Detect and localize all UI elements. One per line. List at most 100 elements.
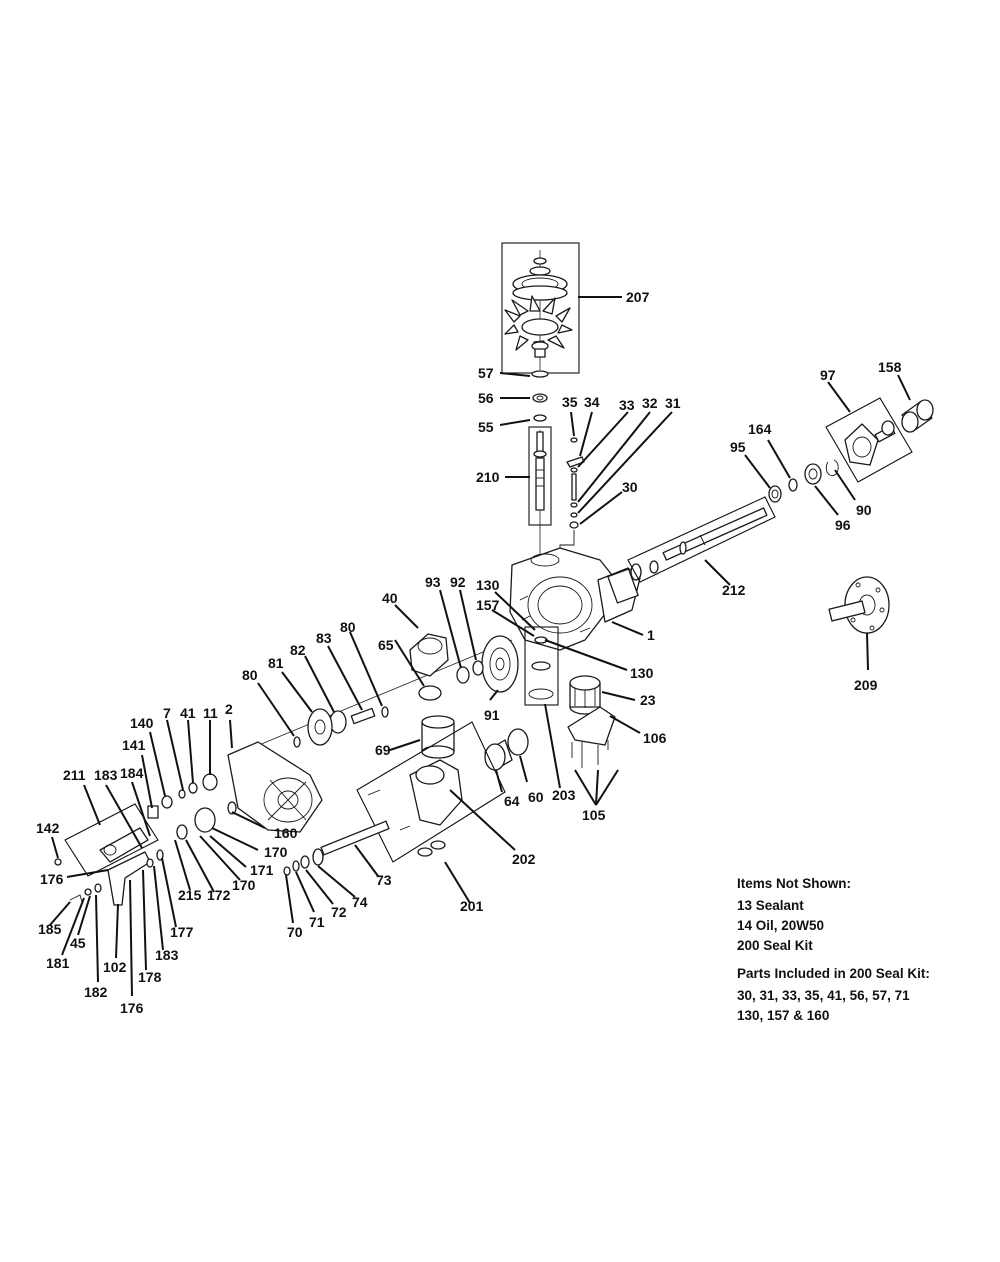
- callout-34: 34: [584, 394, 600, 410]
- callout-185: 185: [38, 921, 62, 937]
- callout-91: 91: [484, 707, 500, 723]
- callout-176b: 176: [120, 1000, 144, 1016]
- callout-2: 2: [225, 701, 233, 717]
- cylinder-block-69: [421, 715, 455, 759]
- washer-80b: [293, 736, 301, 748]
- callout-72: 72: [331, 904, 347, 920]
- cover-106: [567, 706, 616, 746]
- callout-209: 209: [854, 677, 878, 693]
- callout-172: 172: [207, 887, 231, 903]
- callout-183a: 183: [94, 767, 118, 783]
- callout-90: 90: [856, 502, 872, 518]
- seal-41: [188, 782, 198, 794]
- parts-notes: Items Not Shown: 13 Sealant 14 Oil, 20W5…: [737, 874, 987, 1026]
- washer-92: [472, 660, 484, 676]
- seal-kit-title: Parts Included in 200 Seal Kit:: [737, 966, 930, 981]
- pin-83: [350, 707, 376, 725]
- callout-157: 157: [476, 597, 500, 613]
- callout-30: 30: [622, 479, 638, 495]
- disc-215: [194, 807, 216, 833]
- callout-176a: 176: [40, 871, 64, 887]
- callout-182: 182: [84, 984, 108, 1000]
- bearing-95: [768, 485, 782, 503]
- flange-shaft-209: [828, 576, 890, 634]
- callout-23: 23: [640, 692, 656, 708]
- callout-64: 64: [504, 793, 520, 809]
- callout-102: 102: [103, 959, 127, 975]
- main-housing: [509, 547, 642, 651]
- hub-assembly: [825, 397, 913, 483]
- callout-45: 45: [70, 935, 86, 951]
- callout-73: 73: [376, 872, 392, 888]
- washer-80a: [381, 706, 389, 718]
- leader-lines: [49, 296, 911, 997]
- washer-7: [178, 789, 186, 799]
- callout-130b: 130: [630, 665, 654, 681]
- callout-141: 141: [122, 737, 146, 753]
- gear-91: [481, 635, 519, 693]
- callout-81: 81: [268, 655, 284, 671]
- spacer-141: [147, 805, 159, 819]
- callout-171: 171: [250, 862, 274, 878]
- callout-181: 181: [46, 955, 70, 971]
- callout-35: 35: [562, 394, 578, 410]
- callout-106: 106: [643, 730, 667, 746]
- callout-184: 184: [120, 765, 144, 781]
- callout-41: 41: [180, 705, 196, 721]
- callout-7: 7: [163, 705, 171, 721]
- callout-80a: 80: [340, 619, 356, 635]
- callout-55: 55: [478, 419, 494, 435]
- input-shaft-assembly: [528, 426, 552, 555]
- not-shown-item: 200 Seal Kit: [737, 938, 813, 953]
- callout-140: 140: [130, 715, 154, 731]
- bearing-65: [418, 685, 442, 701]
- callout-33: 33: [619, 397, 635, 413]
- callout-70: 70: [287, 924, 303, 940]
- callout-178: 178: [138, 969, 162, 985]
- bracket-assembly-201: [356, 721, 506, 863]
- callout-207: 207: [626, 289, 650, 305]
- callout-69: 69: [375, 742, 391, 758]
- callout-164: 164: [748, 421, 772, 437]
- bearing-93: [456, 666, 470, 684]
- seal-kit-line: 130, 157 & 160: [737, 1008, 830, 1023]
- filter-23: [569, 675, 601, 715]
- brake-housing-40: [409, 633, 449, 677]
- side-housing-2: [227, 741, 323, 833]
- callout-65: 65: [378, 637, 394, 653]
- lever-arm-102: [54, 849, 164, 906]
- callout-160: 160: [274, 825, 298, 841]
- bearing-96: [804, 463, 822, 485]
- callout-170a: 170: [264, 844, 288, 860]
- ring-160: [227, 801, 237, 815]
- not-shown-item: 13 Sealant: [737, 898, 804, 913]
- callout-60: 60: [528, 789, 544, 805]
- washer-140: [161, 795, 173, 809]
- callout-211: 211: [63, 767, 86, 783]
- sleeve-158: [901, 399, 934, 433]
- callout-80b: 80: [242, 667, 258, 683]
- callout-56: 56: [478, 390, 494, 406]
- bearing-11: [202, 773, 218, 791]
- control-shaft-parts: [559, 437, 585, 560]
- callout-96: 96: [835, 517, 851, 533]
- callout-93: 93: [425, 574, 441, 590]
- callout-203: 203: [552, 787, 576, 803]
- callout-183b: 183: [155, 947, 179, 963]
- axle-assembly: [627, 496, 776, 583]
- callout-labels: 207 57 56 55 210 35 34 33 32 31 30 97 15…: [36, 289, 902, 1016]
- gear-81: [307, 708, 333, 746]
- callout-40: 40: [382, 590, 398, 606]
- retaining-ring-90: [825, 459, 839, 477]
- callout-177: 177: [170, 924, 194, 940]
- plate-172: [176, 824, 188, 840]
- callout-74: 74: [352, 894, 368, 910]
- callout-71: 71: [309, 914, 325, 930]
- callout-83: 83: [316, 630, 332, 646]
- callout-105: 105: [582, 807, 606, 823]
- callout-1: 1: [647, 627, 655, 643]
- not-shown-item: 14 Oil, 20W50: [737, 918, 825, 933]
- fan-pulley-assembly: [501, 242, 580, 374]
- callout-130a: 130: [476, 577, 500, 593]
